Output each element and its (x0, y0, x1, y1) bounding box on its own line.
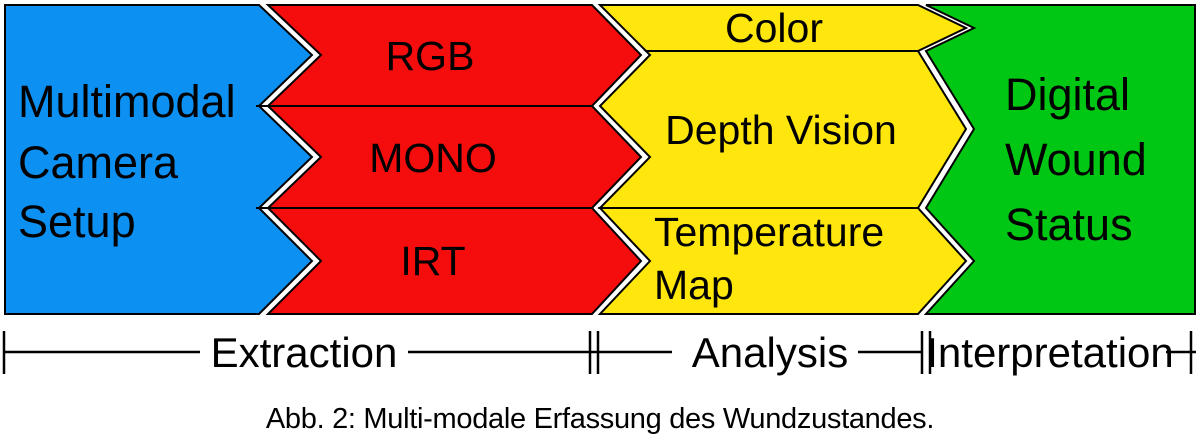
mono-label: MONO (369, 135, 497, 181)
phase-label-interpretation: Interpretation (926, 329, 1174, 376)
phase-ruler (2, 331, 1196, 374)
stage-analysis-outputs: Color Depth Vision Temperature Map (597, 4, 969, 315)
wound-status-label-line1: Digital (1005, 69, 1130, 120)
wound-status-shape (923, 4, 1196, 315)
wound-status-label-line3: Status (1005, 199, 1133, 250)
stage-camera-setup: Multimodal Camera Setup (4, 4, 314, 315)
phase-label-extraction: Extraction (211, 329, 398, 376)
phase-labels: Extraction Analysis Interpretation (211, 329, 1174, 376)
color-label: Color (725, 5, 823, 51)
stage-wound-status: Digital Wound Status (923, 4, 1196, 315)
wound-status-label-line2: Wound (1005, 134, 1147, 185)
figure-caption: Abb. 2: Multi-modale Erfassung des Wundz… (266, 403, 934, 435)
camera-setup-label-line2: Camera (18, 137, 179, 188)
camera-setup-shape (4, 4, 314, 315)
color-arrow (597, 4, 969, 52)
depth-vision-label: Depth Vision (665, 107, 897, 153)
temperature-map-arrow (597, 207, 968, 315)
irt-arrow (265, 207, 643, 315)
stage-extraction-channels: RGB MONO IRT (256, 4, 643, 315)
phase-label-analysis: Analysis (692, 329, 848, 376)
rgb-label: RGB (386, 33, 475, 79)
temperature-map-label-line2: Map (654, 262, 734, 308)
camera-setup-label-line3: Setup (18, 196, 136, 247)
camera-setup-label-line1: Multimodal (18, 76, 236, 127)
temperature-map-label-line1: Temperature (654, 209, 884, 255)
irt-label: IRT (400, 238, 465, 284)
